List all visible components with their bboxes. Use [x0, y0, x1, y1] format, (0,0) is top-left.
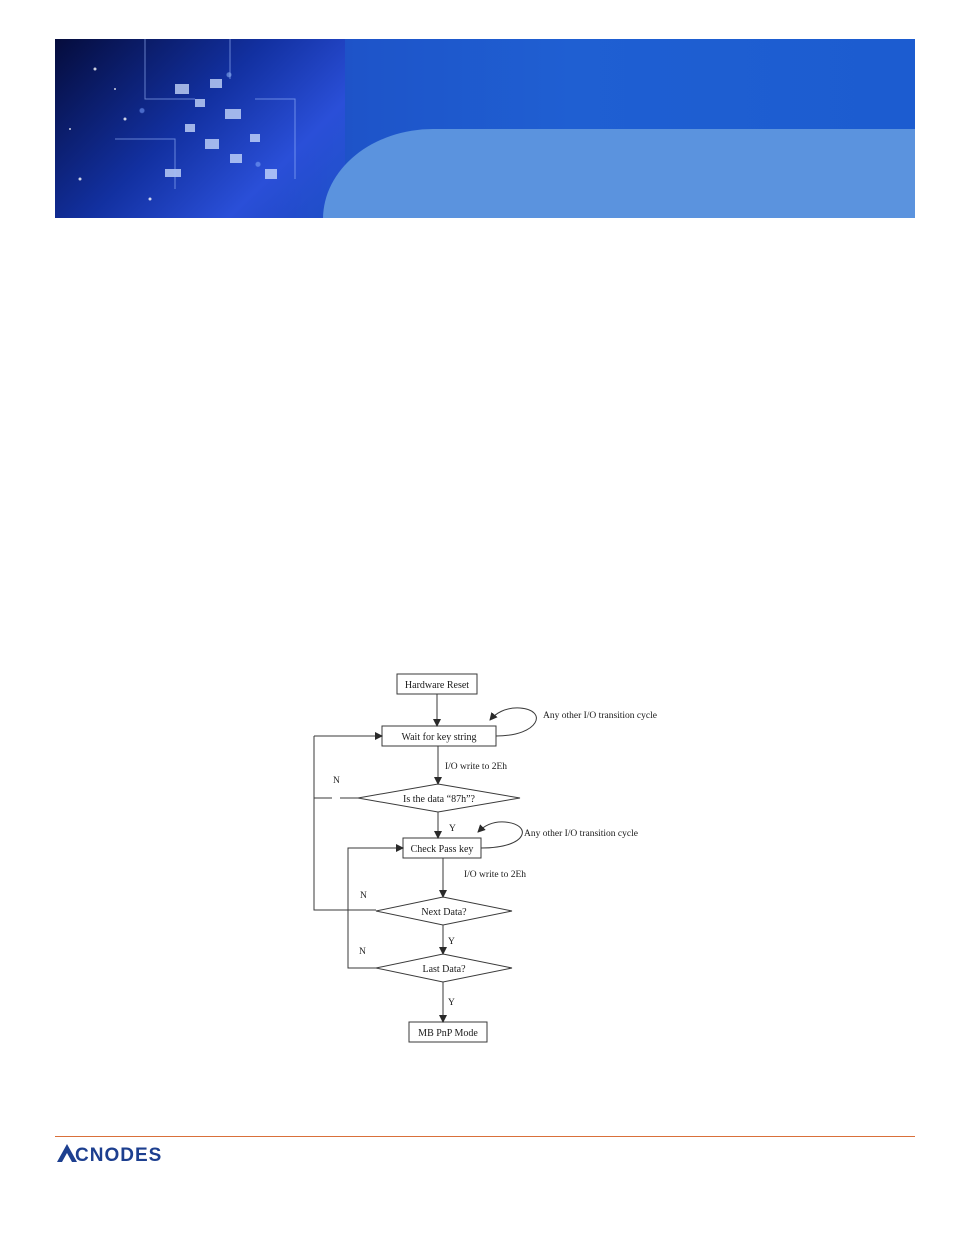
logo-text: CNODES: [75, 1145, 162, 1165]
last-data-label: Last Data?: [422, 964, 466, 975]
mb-pnp-mode-box: [408, 1021, 488, 1043]
io-write-label-2: I/O write to 2Eh: [464, 870, 526, 880]
acnodes-logo: CNODES: [57, 1144, 162, 1165]
next-data-label: Next Data?: [421, 907, 467, 918]
n-label-3: N: [359, 947, 366, 957]
pnp-key-flowchart: Hardware Reset Wait for key string Is th…: [313, 673, 657, 1043]
other-io-label-2: Any other I/O transition cycle: [524, 829, 638, 839]
other-io-label-1: Any other I/O transition cycle: [543, 711, 657, 721]
circuit-board-image: [55, 39, 345, 218]
hardware-reset-label: Hardware Reset: [405, 680, 469, 691]
io-write-label-1: I/O write to 2Eh: [445, 762, 507, 772]
circuit-components-icon: [69, 39, 296, 201]
y-label-3: Y: [448, 998, 455, 1008]
header-banner: [55, 39, 915, 218]
footer-rule: [55, 1136, 915, 1137]
n-label-2: N: [360, 891, 367, 901]
check-pass-key-label: Check Pass key: [411, 844, 474, 855]
wait-key-string-label: Wait for key string: [401, 732, 476, 743]
is-data-87h-label: Is the data “87h”?: [403, 794, 475, 805]
mb-pnp-mode-label: MB PnP Mode: [418, 1028, 478, 1039]
n-label-1: N: [333, 776, 340, 786]
banner-wave-shape: [323, 129, 915, 218]
y-label-2: Y: [448, 937, 455, 947]
y-label-1: Y: [449, 824, 456, 834]
